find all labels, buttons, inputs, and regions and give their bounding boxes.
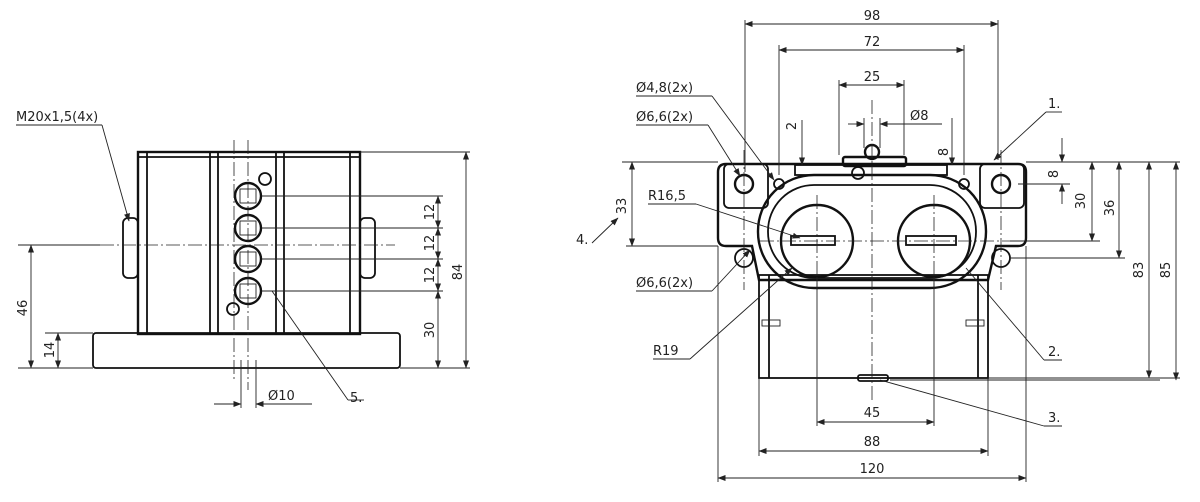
dim-8-right: 8	[1047, 170, 1062, 178]
hole-small-left	[773, 178, 785, 190]
top-screw	[851, 166, 865, 180]
dim-2: 2	[785, 122, 800, 130]
dim-45: 45	[864, 406, 881, 421]
ear-top-left	[723, 163, 769, 209]
left-screw-bottom	[226, 302, 240, 316]
dim-120: 120	[860, 462, 885, 477]
label-r19: R19	[653, 344, 679, 359]
dim-98: 98	[864, 9, 881, 24]
dim-8-top: 8	[937, 148, 952, 156]
dim-12-b: 12	[423, 235, 438, 252]
dim-85: 85	[1159, 262, 1174, 279]
left-gland-right	[359, 217, 376, 279]
callout-3: 3.	[1048, 411, 1060, 426]
callout-4: 4.	[576, 233, 588, 248]
dim-84: 84	[451, 264, 466, 281]
label-dia-4-8: Ø4,8(2x)	[636, 81, 693, 96]
callout-1: 1.	[1048, 97, 1060, 112]
dim-14: 14	[43, 342, 58, 359]
top-actuator	[841, 155, 908, 168]
left-switch-block	[209, 151, 285, 335]
hole-small-right	[958, 178, 970, 190]
dim-12-c: 12	[423, 267, 438, 284]
dim-46: 46	[16, 300, 31, 317]
dim-25: 25	[864, 70, 881, 85]
dim-33: 33	[615, 198, 630, 215]
right-lower-body	[758, 274, 989, 379]
dim-72: 72	[864, 35, 881, 50]
left-screw-top	[258, 172, 272, 186]
callout-2: 2.	[1048, 345, 1060, 360]
left-gland-left	[122, 217, 139, 279]
dim-30-left: 30	[423, 322, 438, 339]
dim-dia-8: Ø8	[910, 109, 929, 124]
slot-left	[790, 235, 836, 246]
label-dia-6-6-top: Ø6,6(2x)	[636, 110, 693, 125]
right-flange	[716, 162, 1028, 282]
dim-83: 83	[1132, 262, 1147, 279]
dim-88: 88	[864, 435, 881, 450]
left-base-plate	[92, 332, 401, 369]
thread-label: M20x1,5(4x)	[16, 110, 98, 125]
ear-top-right	[979, 163, 1025, 209]
right-front-view: 98 72 25 Ø8 2 8 8 30 36 83 85	[576, 9, 1180, 482]
dim-dia-10: Ø10	[268, 389, 295, 404]
dim-12-a: 12	[423, 204, 438, 221]
dim-30-right: 30	[1074, 193, 1089, 210]
label-dia-6-6-bottom: Ø6,6(2x)	[636, 276, 693, 291]
left-housing	[136, 150, 362, 336]
callout-5: 5.	[350, 391, 362, 406]
label-r16-5: R16,5	[648, 189, 686, 204]
right-bottom-plunger	[857, 374, 889, 382]
dim-36: 36	[1103, 200, 1118, 217]
slot-right	[905, 235, 957, 246]
left-side-view: 84 30 12 12 12 46 14 Ø10 M20x1,5(4x) 5.	[16, 110, 470, 408]
